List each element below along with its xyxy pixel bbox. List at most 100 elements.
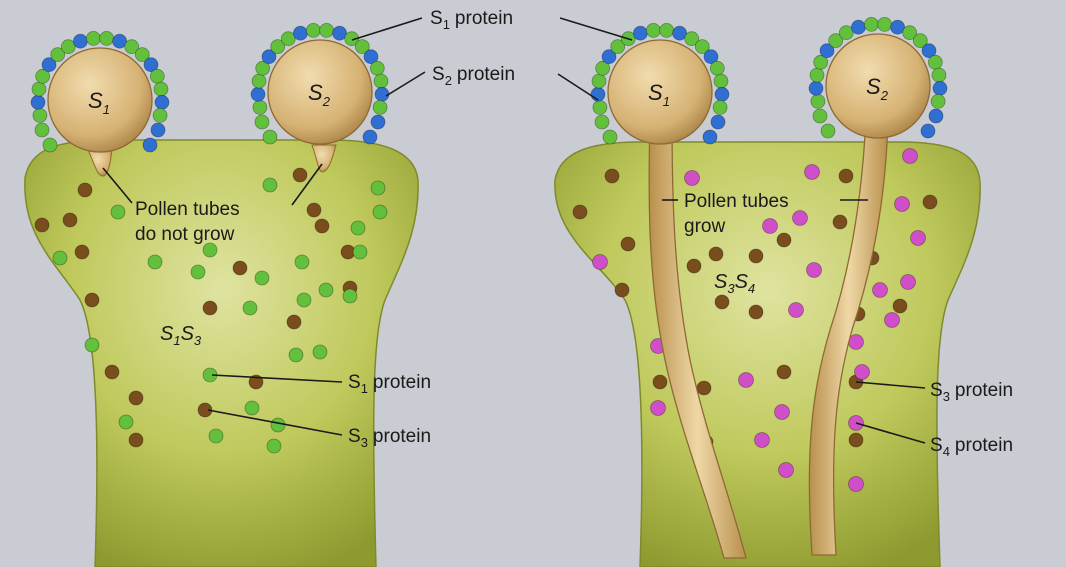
s1-protein-dot bbox=[267, 439, 281, 453]
s1-protein-bead bbox=[255, 115, 269, 129]
s3-protein-dot bbox=[687, 259, 701, 273]
s1-protein-bead bbox=[253, 100, 267, 114]
s1-protein-dot bbox=[243, 301, 257, 315]
s3-protein-dot bbox=[129, 433, 143, 447]
s1-protein-bead bbox=[263, 130, 277, 144]
s1-protein-dot bbox=[203, 243, 217, 257]
left-protein-a-label: S1protein bbox=[348, 372, 431, 396]
s1-protein-bead bbox=[811, 94, 825, 108]
s4-protein-dot bbox=[755, 433, 770, 448]
s2-protein-bead bbox=[933, 81, 947, 95]
s2-protein-bead bbox=[293, 26, 307, 40]
s1-protein-dot bbox=[255, 271, 269, 285]
s1-protein-dot bbox=[351, 221, 365, 235]
right-tubes-label-line2: grow bbox=[684, 216, 725, 237]
s1-protein-bead bbox=[713, 100, 727, 114]
s1-protein-dot bbox=[245, 401, 259, 415]
left-tubes-label-line1: Pollen tubes bbox=[135, 199, 240, 220]
s1-protein-dot bbox=[295, 255, 309, 269]
s3-protein-dot bbox=[839, 169, 853, 183]
left-protein-b-label: S3protein bbox=[348, 426, 431, 450]
s1-protein-bead bbox=[603, 130, 617, 144]
s2-protein-bead bbox=[375, 87, 389, 101]
s3-protein-dot bbox=[35, 218, 49, 232]
s4-protein-dot bbox=[685, 171, 700, 186]
s4-protein-dot bbox=[779, 463, 794, 478]
s4-protein-dot bbox=[739, 373, 754, 388]
s3-protein-dot bbox=[749, 249, 763, 263]
s4-protein-dot bbox=[763, 219, 778, 234]
s3-protein-dot bbox=[63, 213, 77, 227]
right-style bbox=[555, 118, 980, 567]
s3-protein-dot bbox=[777, 233, 791, 247]
s1-protein-bead bbox=[821, 124, 835, 138]
s4-protein-dot bbox=[849, 477, 864, 492]
right-pollen-grain-s1: S1 bbox=[608, 40, 712, 144]
s1-protein-dot bbox=[371, 181, 385, 195]
s1-protein-bead bbox=[660, 23, 674, 37]
s1-top-leader-right bbox=[560, 18, 632, 40]
s1-protein-bead bbox=[150, 69, 164, 83]
s3-protein-dot bbox=[293, 168, 307, 182]
s4-protein-dot bbox=[793, 211, 808, 226]
s1-protein-bead bbox=[252, 74, 266, 88]
s2-protein-bead bbox=[73, 34, 87, 48]
s2-protein-bead bbox=[715, 87, 729, 101]
s1-protein-bead bbox=[33, 108, 47, 122]
s4-protein-dot bbox=[873, 283, 888, 298]
s1-protein-bead bbox=[35, 123, 49, 137]
s1-protein-bead bbox=[931, 94, 945, 108]
s3-protein-dot bbox=[129, 391, 143, 405]
right-protein-a-label: S3protein bbox=[930, 380, 1013, 404]
s3-protein-dot bbox=[833, 215, 847, 229]
s1-protein-bead bbox=[320, 23, 334, 37]
left-tubes-label-line2: do not grow bbox=[135, 224, 235, 245]
s2-protein-bead bbox=[711, 115, 725, 129]
s1-protein-bead bbox=[813, 109, 827, 123]
s3-protein-dot bbox=[777, 365, 791, 379]
right-pollen-grain-s2: S2 bbox=[826, 34, 930, 138]
s3-protein-dot bbox=[85, 293, 99, 307]
s4-protein-dot bbox=[903, 149, 918, 164]
s4-protein-dot bbox=[805, 165, 820, 180]
s3-protein-dot bbox=[615, 283, 629, 297]
s2-top-leader-left bbox=[386, 72, 425, 96]
s1-protein-dot bbox=[271, 418, 285, 432]
s1-protein-bead bbox=[154, 82, 168, 96]
s2-protein-bead bbox=[929, 109, 943, 123]
s4-protein-dot bbox=[593, 255, 608, 270]
s1-protein-dot bbox=[313, 345, 327, 359]
s3-protein-dot bbox=[287, 315, 301, 329]
s1-protein-bead bbox=[370, 61, 384, 75]
s3-protein-dot bbox=[893, 299, 907, 313]
s2-protein-bead bbox=[251, 87, 265, 101]
s1-protein-bead bbox=[928, 55, 942, 69]
s3-protein-dot bbox=[653, 375, 667, 389]
s1-protein-bead bbox=[32, 82, 46, 96]
s3-protein-dot bbox=[75, 245, 89, 259]
s1-protein-dot bbox=[148, 255, 162, 269]
s3-protein-dot bbox=[923, 195, 937, 209]
s1-protein-dot bbox=[53, 251, 67, 265]
s1-protein-dot bbox=[119, 415, 133, 429]
s1-protein-bead bbox=[595, 115, 609, 129]
s3-protein-dot bbox=[709, 247, 723, 261]
s1-protein-dot bbox=[353, 245, 367, 259]
s1-protein-dot bbox=[111, 205, 125, 219]
s1-protein-bead bbox=[714, 74, 728, 88]
s2-top-label: S2protein bbox=[432, 64, 515, 88]
s1-protein-dot bbox=[343, 289, 357, 303]
s2-protein-bead bbox=[921, 124, 935, 138]
s2-protein-bead bbox=[143, 138, 157, 152]
s2-protein-bead bbox=[31, 95, 45, 109]
s4-protein-dot bbox=[911, 231, 926, 246]
s2-protein-bead bbox=[151, 123, 165, 137]
s1-protein-dot bbox=[85, 338, 99, 352]
s2-protein-bead bbox=[371, 115, 385, 129]
s3-protein-dot bbox=[203, 301, 217, 315]
s1-protein-bead bbox=[374, 74, 388, 88]
s2-protein-bead bbox=[703, 130, 717, 144]
s2-protein-bead bbox=[155, 95, 169, 109]
s4-protein-dot bbox=[885, 313, 900, 328]
s3-protein-dot bbox=[849, 433, 863, 447]
